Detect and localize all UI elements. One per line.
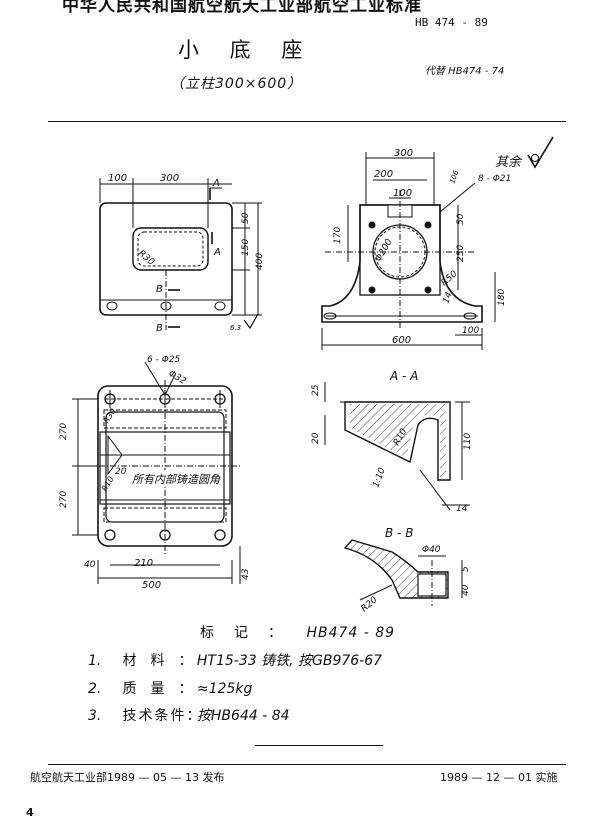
dim-front-50: 50 — [241, 212, 251, 224]
dim-plan-500: 500 — [142, 580, 161, 591]
dim-bb-r20: R20 — [360, 595, 380, 614]
dim-plan-40: 40 — [84, 560, 96, 570]
issue-date: 航空航天工业部1989 — 05 — 13 发布 — [30, 771, 225, 784]
note-number: 2. — [88, 681, 102, 697]
dim-side-250: 250 — [456, 245, 466, 262]
page-number: 4 — [26, 806, 34, 819]
replaces-standard: 代替 HB474 - 74 — [425, 66, 505, 77]
marking-label: 标记： — [200, 625, 302, 641]
dim-side-600: 600 — [392, 335, 411, 346]
dim-side-roughness: 6.3 — [230, 324, 241, 332]
dim-side-106: 106 — [448, 169, 460, 185]
note-value: ≈125kg — [196, 681, 253, 697]
dim-side-170: 170 — [333, 227, 343, 244]
dim-front-150: 150 — [241, 239, 251, 256]
section-b-b: B - B Φ40 5 40 R20 — [343, 526, 471, 614]
dim-bb-5: 5 — [461, 566, 471, 572]
dim-aa-taper: 1:10 — [371, 466, 387, 489]
note-key: 材料： — [122, 653, 207, 669]
top-rule — [48, 121, 566, 122]
section-a-a: A - A 25 20 R10 110 1:10 14 — [311, 369, 473, 514]
note-material: 1. 材料： HT15-33 铸铁, 按GB976-67 — [88, 650, 382, 670]
dim-plan-43: 43 — [241, 568, 251, 580]
dim-bb-40: 40 — [461, 584, 471, 596]
section-mark-a-top: A — [212, 178, 220, 189]
plan-view: 6 - Φ25 Φ32 270 270 R30 R10 20 210 500 4… — [59, 355, 251, 591]
dim-plan-270a: 270 — [59, 423, 69, 440]
note-key: 质量： — [122, 681, 207, 697]
dim-front-100: 100 — [108, 173, 127, 184]
dim-plan-r10: R10 — [100, 475, 116, 493]
dim-front-400: 400 — [255, 253, 265, 270]
inner-note: 所有内部铸造圆角 — [132, 473, 221, 486]
dim-front-r30: R30 — [136, 249, 156, 268]
dim-side-180: 180 — [497, 289, 507, 306]
dim-aa-14: 14 — [456, 504, 468, 514]
dim-side-holes: 8 - Φ21 — [478, 174, 511, 184]
dim-plan-20: 20 — [115, 467, 127, 477]
dim-side-dia200: Φ200 — [374, 237, 395, 263]
dim-side-100b: 100 — [462, 326, 479, 336]
dim-side-50: 50 — [456, 213, 466, 225]
effective-date: 1989 — 12 — 01 实施 — [440, 771, 558, 784]
dim-bb-dia40: Φ40 — [422, 545, 441, 555]
section-mark-b-top: B — [156, 284, 163, 295]
marking-value: HB474 - 89 — [306, 625, 396, 641]
surface-note-text: 其余 — [495, 154, 523, 170]
org-banner: 中华人民共和国航空航天工业部航空工业标准 — [62, 0, 422, 16]
marking-line: 标记： HB474 - 89 — [200, 622, 395, 642]
note-number: 1. — [88, 653, 102, 669]
section-aa-label: A - A — [389, 369, 418, 383]
dim-aa-110: 110 — [463, 433, 473, 450]
dim-plan-dia32: Φ32 — [167, 369, 188, 387]
dim-side-100: 100 — [393, 188, 412, 199]
dim-side-300: 300 — [394, 148, 413, 159]
surface-note: 其余 — [495, 136, 554, 170]
dim-aa-20: 20 — [311, 432, 321, 444]
dim-front-300: 300 — [160, 173, 179, 184]
dim-plan-270b: 270 — [59, 491, 69, 508]
note-mass: 2. 质量： ≈125kg — [88, 678, 252, 698]
end-rule — [255, 745, 383, 746]
dim-aa-25: 25 — [311, 384, 321, 396]
front-view: 100 300 50 150 400 R30 A A B B — [99, 173, 265, 334]
dim-side-200: 200 — [374, 169, 393, 180]
section-bb-label: B - B — [385, 526, 413, 540]
note-value: 按HB644 - 84 — [196, 708, 290, 724]
note-number: 3. — [88, 708, 102, 724]
note-value: HT15-33 铸铁, 按GB976-67 — [196, 653, 383, 669]
note-key: 技术条件： — [122, 708, 203, 724]
section-mark-a-mid: A — [213, 247, 221, 258]
page-subtitle: （立柱300×600） — [170, 76, 303, 92]
section-mark-b-bottom: B — [156, 323, 163, 334]
note-technical-conditions: 3. 技术条件： 按HB644 - 84 — [88, 705, 290, 725]
dim-plan-210: 210 — [134, 558, 153, 569]
dim-side-14: 14 — [441, 291, 454, 305]
bottom-rule — [48, 764, 566, 765]
dim-plan-holes: 6 - Φ25 — [147, 355, 181, 365]
page-title: 小 底 座 — [178, 38, 315, 62]
side-view: 300 200 100 8 - Φ21 Φ200 170 50 250 180 … — [230, 148, 511, 350]
standard-number: HB 474 - 89 — [415, 16, 488, 29]
